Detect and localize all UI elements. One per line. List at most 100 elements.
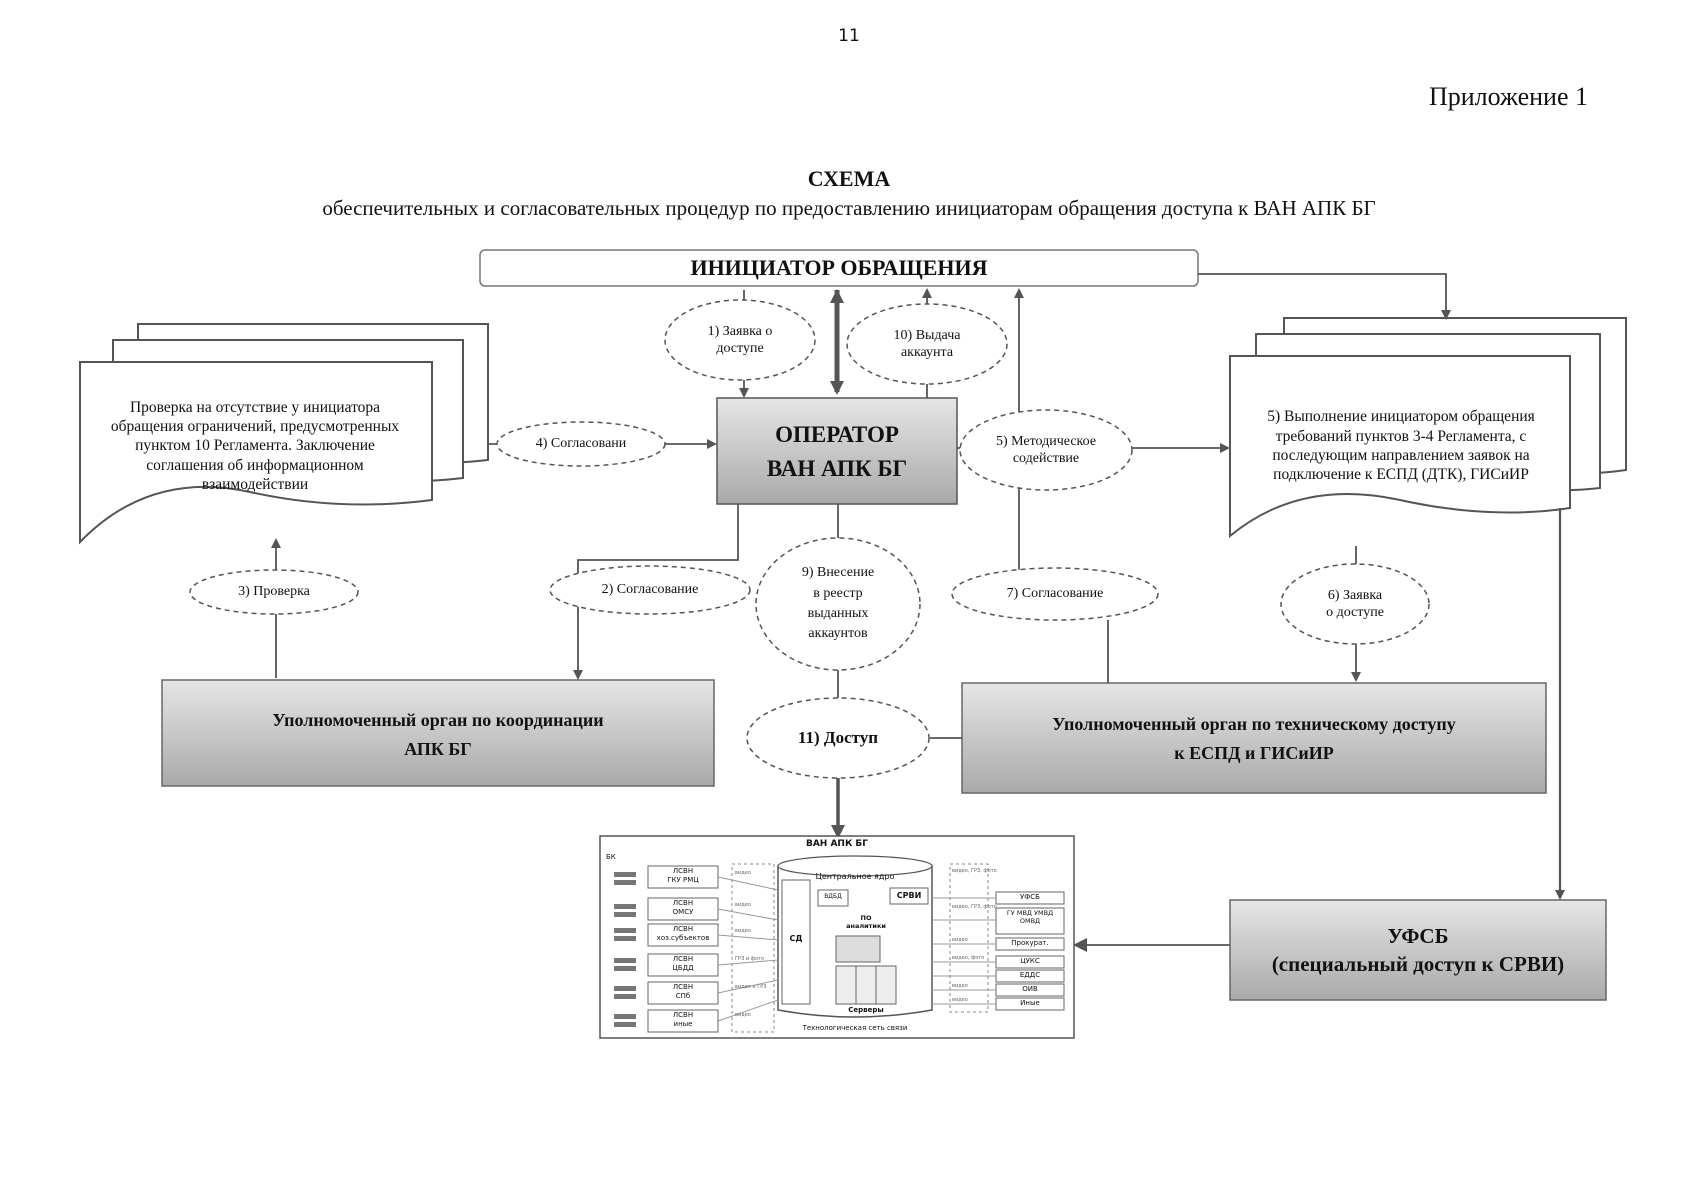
technical-body-line-1: Уполномоченный орган по техническому дос… <box>1052 714 1456 735</box>
step4-label: 4) Согласовани <box>535 436 627 452</box>
right-unit: ГУ МВД УМВД ОМВД <box>1006 909 1054 925</box>
initiator-box <box>479 249 1199 287</box>
ufsb-label: УФСБ (специальный доступ к СРВИ) <box>1230 906 1606 994</box>
left-document-text: Проверка на отсутствие у инициатора обра… <box>110 398 400 494</box>
right-unit: ОИВ <box>1022 985 1038 993</box>
step6-label: 6) Заявка о доступе <box>1281 579 1429 629</box>
left-unit-line: ЛСВН <box>672 955 694 963</box>
step5-ellipse <box>959 409 1133 491</box>
left-unit-line: ЛСВН <box>672 867 694 875</box>
step10-line-2: аккаунта <box>900 345 954 360</box>
technical-body-box <box>961 682 1547 794</box>
initiator-label: ИНИЦИАТОР ОБРАЩЕНИЯ <box>690 255 988 281</box>
operator-line-2: ВАН АПК БГ <box>766 456 908 481</box>
step1-label: 1) Заявка о доступе <box>665 315 815 365</box>
step9-line-2: в реестр <box>813 585 863 601</box>
left-unit-line: ГКУ РМЦ <box>667 876 699 884</box>
left-unit-line: иные <box>673 1020 693 1028</box>
step7-label: 7) Согласование <box>1006 586 1104 602</box>
left-unit-line: ОМСУ <box>672 908 694 916</box>
technical-body-label: Уполномоченный орган по техническому дос… <box>962 694 1546 784</box>
coordination-body-box <box>161 679 715 787</box>
appendix-label: Приложение 1 <box>1428 82 1588 111</box>
step9-label: 9) Внесение в реестр выданных аккаунтов <box>760 550 916 658</box>
software-line: аналитики <box>846 922 886 930</box>
link-label: видео <box>952 983 968 989</box>
left-unit-line: ЛСВН <box>672 899 694 907</box>
left-unit-line: ЛСВН <box>672 925 694 933</box>
network-caption: Технологическая сеть связи <box>802 1024 908 1032</box>
step9-line-3: выданных <box>807 606 869 621</box>
left-unit-line: СПб <box>675 992 691 1000</box>
link-label: видео, фото <box>952 955 985 961</box>
link-label: видео <box>735 928 751 934</box>
right-unit: УФСБ <box>1020 893 1040 901</box>
step9-line-1: 9) Внесение <box>801 565 875 581</box>
step7-ellipse <box>951 567 1159 621</box>
technical-body-line-2: к ЕСПД и ГИСиИР <box>1174 743 1334 763</box>
coordination-body-line-2: АПК БГ <box>404 739 472 759</box>
ufsb-line-1: УФСБ <box>1387 923 1449 948</box>
step6-line-2: о доступе <box>1326 605 1384 620</box>
step2-ellipse <box>549 565 751 615</box>
left-unit-line: ЛСВН <box>672 1011 694 1019</box>
link-label: видео <box>735 1012 751 1018</box>
step5-line-2: содействие <box>1012 451 1080 466</box>
diagram-subtitle: обеспечительных и согласовательных проце… <box>322 196 1376 220</box>
link-label: видео <box>735 870 751 876</box>
network-left-label: БК <box>606 853 616 861</box>
right-document-stack <box>1229 317 1627 539</box>
left-unit-line: хоз.субъектов <box>656 934 710 942</box>
link-label: ГРЗ и фото <box>735 956 765 962</box>
step6-ellipse <box>1280 563 1430 645</box>
vdb-label: ВДБД <box>824 893 842 900</box>
step6-line-1: 6) Заявка <box>1327 587 1383 603</box>
step10-line-1: 10) Выдача <box>893 327 961 343</box>
link-label: видео <box>952 937 968 943</box>
step2-label: 2) Согласование <box>601 582 699 598</box>
link-label: видео <box>952 997 968 1003</box>
network-diagram <box>599 835 1075 1039</box>
operator-label: ОПЕРАТОР ВАН АПК БГ <box>717 400 957 504</box>
step3-label: 3) Проверка <box>238 584 310 600</box>
operator-line-1: ОПЕРАТОР <box>775 421 899 447</box>
right-document-text: 5) Выполнение инициатором обращения треб… <box>1267 408 1535 484</box>
step1-line-2: доступе <box>716 341 764 356</box>
step4-ellipse <box>496 421 666 467</box>
step11-ellipse <box>746 697 930 779</box>
srvi-label: СРВИ <box>896 891 922 900</box>
left-document-stack <box>79 323 489 545</box>
ufsb-line-2: (специальный доступ к СРВИ) <box>1271 952 1565 976</box>
network-title: ВАН АПК БГ <box>805 839 869 849</box>
software-line: ПО <box>860 914 872 922</box>
core-label: Центральное ядро <box>815 872 895 881</box>
left-unit-line: ЦБДД <box>672 964 694 972</box>
step1-line-1: 1) Заявка о <box>707 323 773 339</box>
step10-ellipse <box>846 303 1008 385</box>
link-label: видео и ГРЗ <box>735 984 767 990</box>
step5-label: 5) Методическое содействие <box>960 425 1132 475</box>
diagram-title: СХЕМА <box>807 166 891 191</box>
right-unit: ЦУКС <box>1020 957 1040 965</box>
operator-box <box>716 397 958 505</box>
coordination-body-label: Уполномоченный орган по координации АПК … <box>162 690 714 780</box>
step11-label: 11) Доступ <box>797 728 879 748</box>
step9-ellipse <box>755 537 921 671</box>
right-unit: Прокурат. <box>1011 939 1049 947</box>
link-label: видео, ГРЗ, фото <box>952 868 997 874</box>
link-label: видео, ГРЗ, фото <box>952 904 997 910</box>
page-number: 11 <box>838 26 860 46</box>
sd-label: СД <box>789 934 803 943</box>
link-label: видео <box>735 902 751 908</box>
step5-line-1: 5) Методическое <box>995 433 1097 449</box>
ufsb-box <box>1229 899 1607 1001</box>
right-unit: Иные <box>1020 999 1040 1007</box>
